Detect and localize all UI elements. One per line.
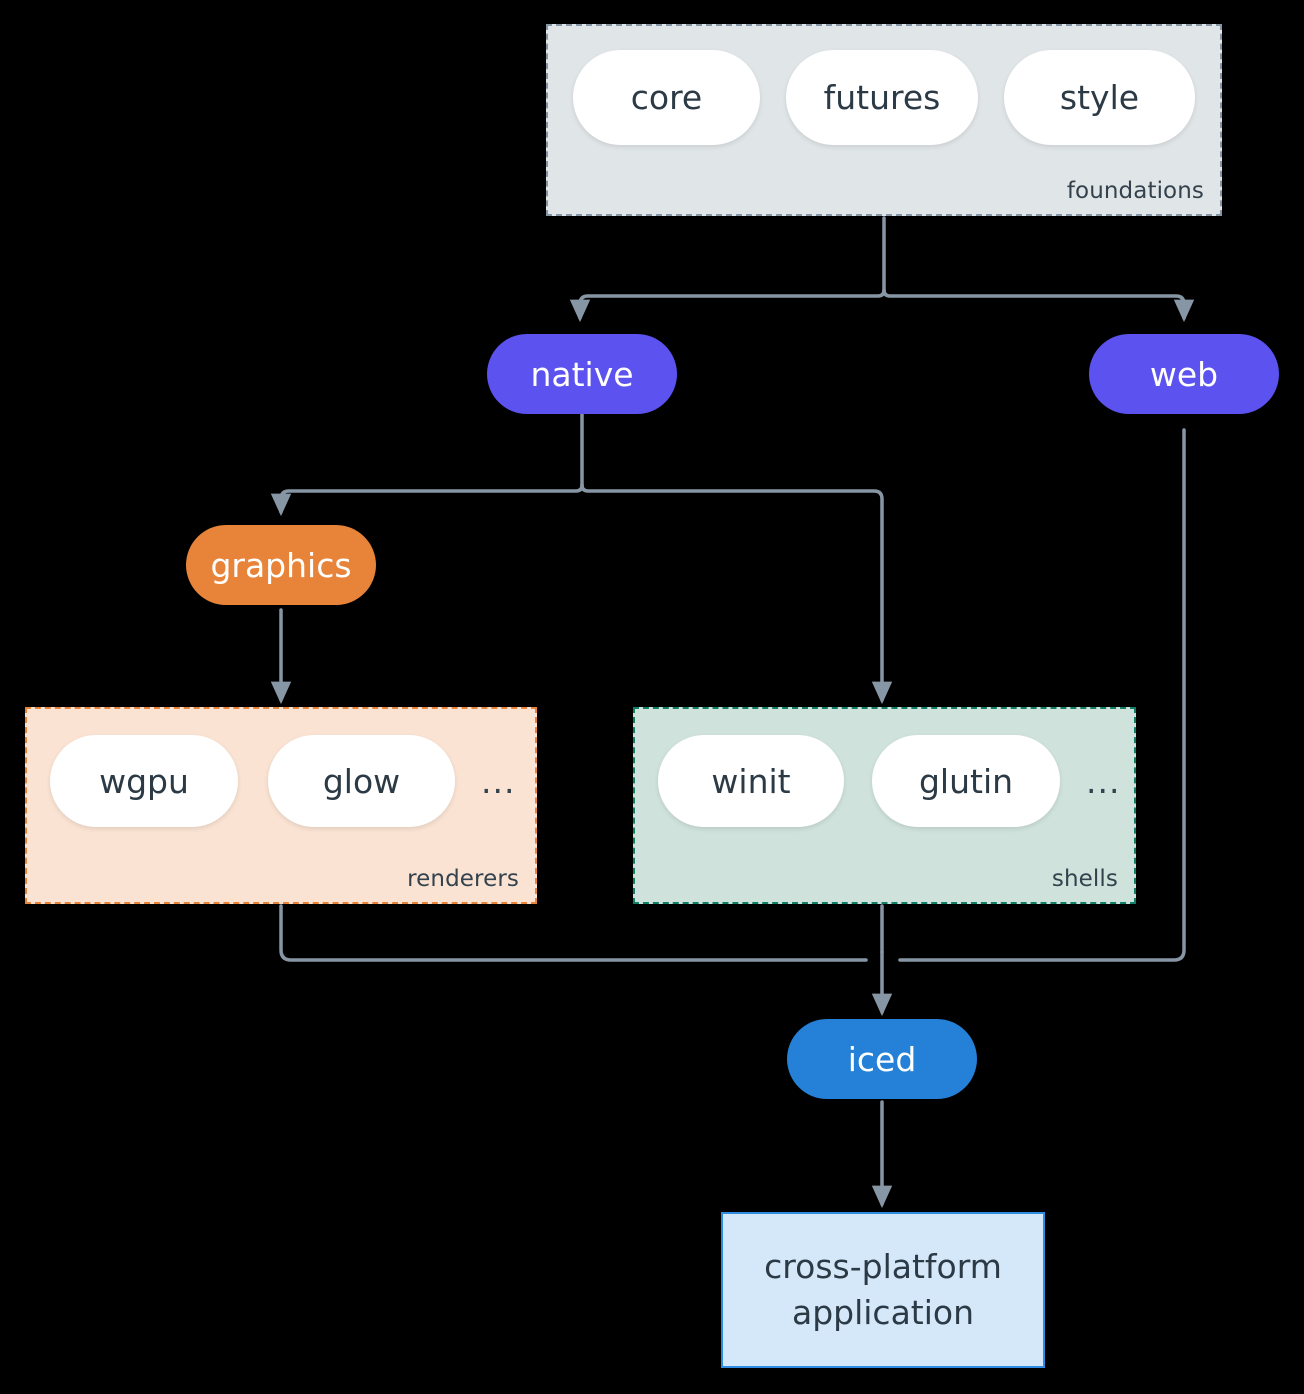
node-cross-platform-application[interactable]: cross-platform application — [721, 1212, 1045, 1368]
node-glutin[interactable]: glutin — [872, 735, 1060, 827]
ellipsis-renderers: ... — [481, 762, 516, 801]
cluster-label-shells: shells — [1051, 866, 1118, 892]
cluster-label-renderers: renderers — [407, 866, 519, 892]
ellipsis-shells: ... — [1086, 762, 1121, 801]
node-iced[interactable]: iced — [787, 1019, 977, 1099]
edge-foundations-native — [569, 288, 886, 323]
node-web[interactable]: web — [1089, 334, 1279, 414]
cluster-label-foundations: foundations — [1066, 178, 1204, 204]
edge-native-graphics — [270, 483, 584, 517]
node-native[interactable]: native — [487, 334, 677, 414]
application-line-1: cross-platform — [764, 1247, 1002, 1287]
node-core[interactable]: core — [573, 50, 760, 145]
application-line-2: application — [791, 1293, 975, 1332]
node-wgpu[interactable]: wgpu — [50, 735, 238, 827]
node-graphics[interactable]: graphics — [186, 525, 376, 605]
node-style[interactable]: style — [1004, 50, 1195, 145]
node-winit[interactable]: winit — [658, 735, 844, 827]
edge-foundations-web — [882, 288, 1195, 323]
node-glow[interactable]: glow — [268, 735, 455, 827]
edge-native-shells — [580, 483, 893, 705]
node-futures[interactable]: futures — [786, 50, 978, 145]
edge-renderers-iced — [279, 904, 868, 962]
